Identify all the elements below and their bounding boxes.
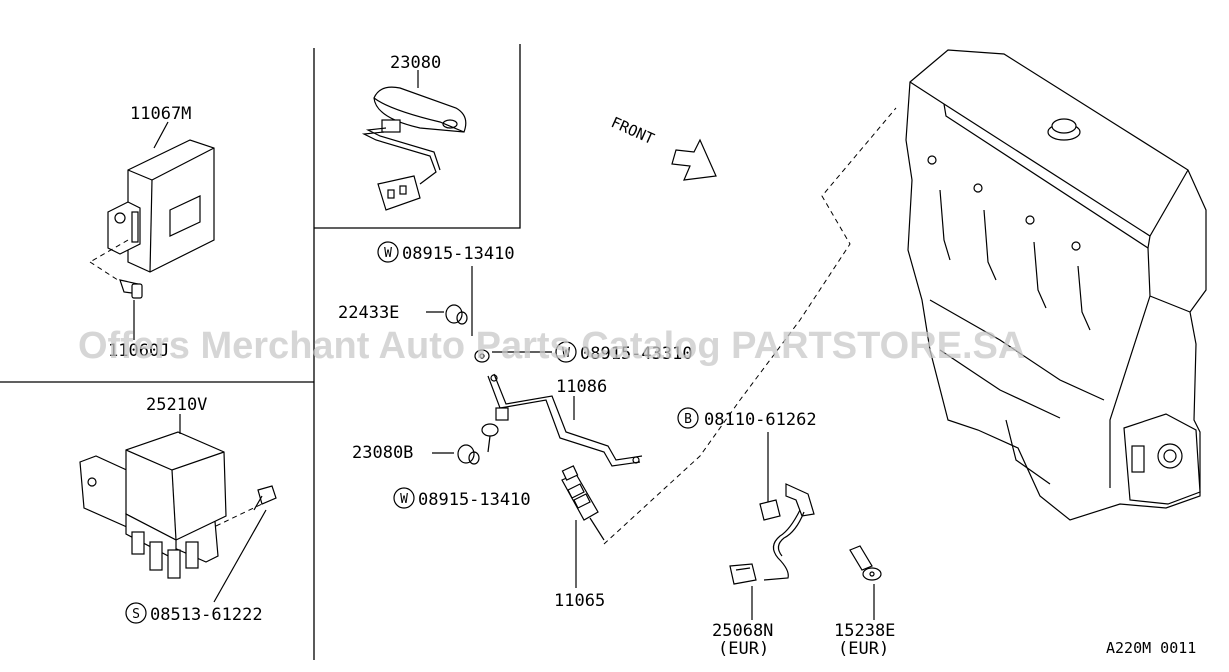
watermark-text: Offers Merchant Auto Parts Catalog PARTS… bbox=[78, 325, 1025, 367]
label-11060J: 11060J bbox=[108, 341, 169, 361]
label-15238E: 15238E bbox=[834, 621, 895, 641]
label-22433E: 22433E bbox=[338, 303, 399, 323]
label-11067M: 11067M bbox=[130, 104, 191, 124]
figure-code: A220M 0011 bbox=[1106, 639, 1196, 657]
sensor-23080-drawing[interactable] bbox=[361, 70, 467, 211]
label-08915-43310: 08915-43310 bbox=[580, 344, 693, 364]
label-08110-61262: 08110-61262 bbox=[704, 410, 817, 430]
engine-block-drawing bbox=[905, 49, 1207, 521]
relay-screw bbox=[253, 485, 277, 511]
oil-cap bbox=[1047, 118, 1081, 141]
circle-W-08915-top: W bbox=[377, 241, 399, 263]
oxygen-sensor-11065[interactable] bbox=[561, 465, 605, 541]
label-08915-13410-low: 08915-13410 bbox=[418, 490, 531, 510]
sensor-harness-25068N[interactable] bbox=[729, 483, 815, 585]
label-08513-61222: 08513-61222 bbox=[150, 605, 263, 625]
circle-B-08110: B bbox=[677, 407, 699, 429]
washer-08915-mid[interactable] bbox=[474, 349, 490, 363]
connector-23080B[interactable] bbox=[457, 444, 480, 465]
label-25210V: 25210V bbox=[146, 395, 207, 415]
bracket-23080B[interactable] bbox=[481, 407, 509, 453]
circle-W-08915-mid: W bbox=[555, 341, 577, 363]
engine-end-plate bbox=[1123, 413, 1201, 505]
front-label: FRONT bbox=[608, 113, 657, 148]
front-arrow: FRONT bbox=[608, 113, 717, 181]
label-08915-13410-top: 08915-13410 bbox=[402, 244, 515, 264]
label-23080: 23080 bbox=[390, 53, 441, 73]
dashed-leader-engine bbox=[603, 107, 897, 545]
prefix-S: S bbox=[132, 607, 140, 622]
label-25068N-eur: (EUR) bbox=[718, 639, 769, 659]
panel-frames bbox=[0, 44, 521, 660]
prefix-B: B bbox=[684, 412, 692, 427]
relay-25210V-drawing[interactable] bbox=[79, 414, 277, 603]
circle-W-08915-low: W bbox=[393, 487, 415, 509]
prefix-W-low: W bbox=[400, 492, 408, 507]
prefix-W-top: W bbox=[384, 246, 392, 261]
plug-22433E[interactable] bbox=[445, 304, 468, 325]
terminal-15238E[interactable] bbox=[849, 545, 882, 581]
label-11065: 11065 bbox=[554, 591, 605, 611]
ecu-module-drawing[interactable] bbox=[89, 121, 215, 299]
label-25068N: 25068N bbox=[712, 621, 773, 641]
circle-S-08513: S bbox=[125, 602, 147, 624]
prefix-W-mid: W bbox=[562, 346, 570, 361]
label-23080B: 23080B bbox=[352, 443, 413, 463]
label-15238E-eur: (EUR) bbox=[838, 639, 889, 659]
label-11086: 11086 bbox=[556, 377, 607, 397]
ecu-screw bbox=[119, 279, 143, 299]
